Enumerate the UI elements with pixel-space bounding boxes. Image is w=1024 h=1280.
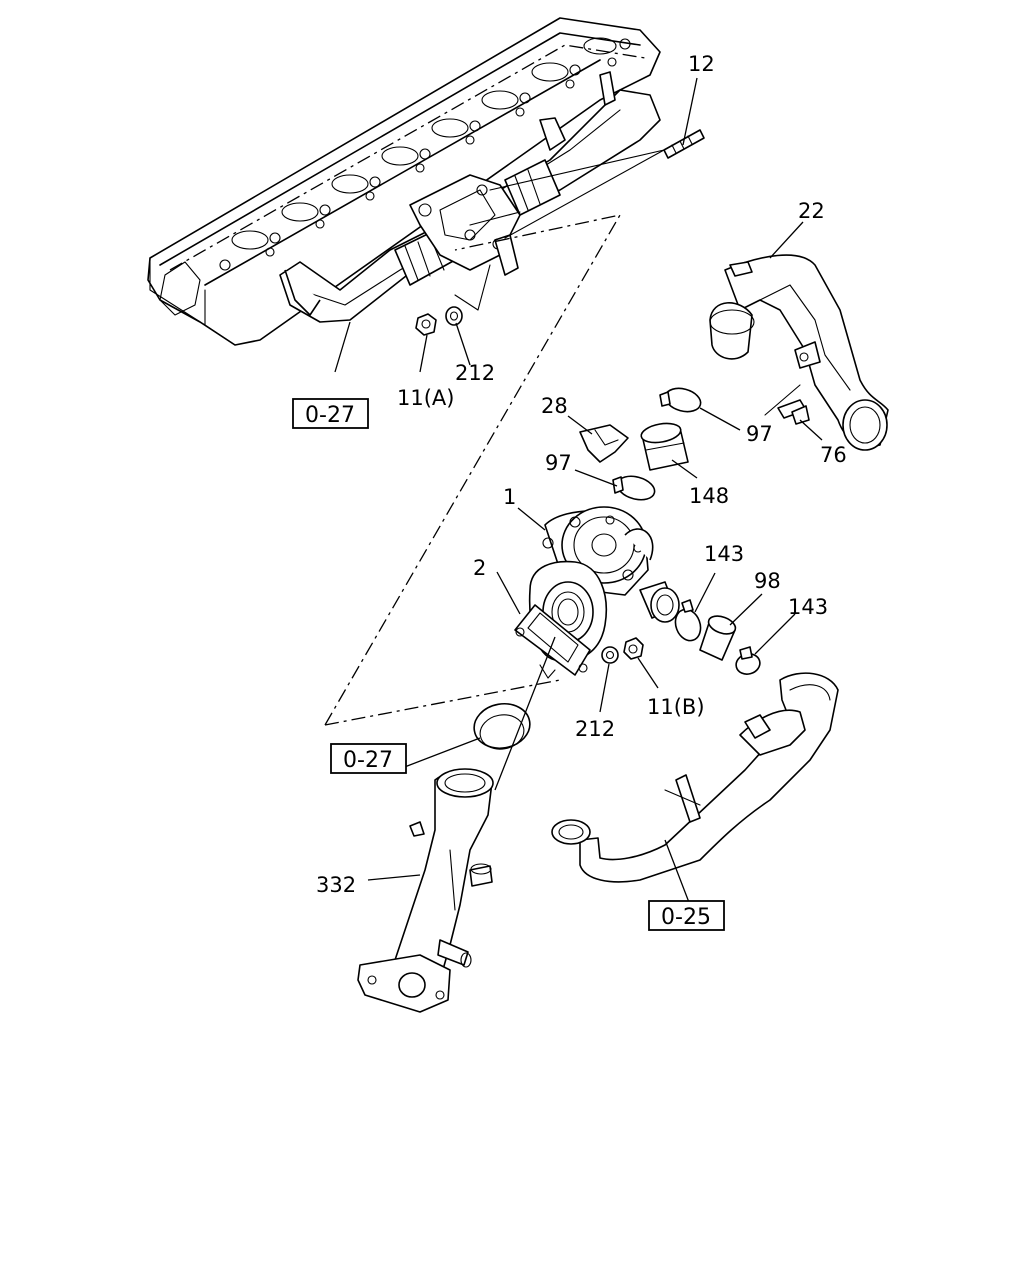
- gasket-part-2: [514, 604, 591, 679]
- callout-22: 22: [798, 199, 825, 223]
- callout-143a: 143: [704, 542, 744, 566]
- pipe-part-22: [709, 254, 889, 451]
- oil-return-pipe: [551, 672, 839, 883]
- washer-212a: [445, 306, 463, 326]
- nut-11a: [415, 313, 437, 336]
- callout-212a: 212: [455, 361, 495, 385]
- callout-143b: 143: [788, 595, 828, 619]
- callout-11b: 11(B): [647, 695, 705, 719]
- svg-text:0-27: 0-27: [305, 403, 355, 428]
- washer-212b: [601, 646, 619, 664]
- part-28: [579, 424, 629, 463]
- svg-text:0-25: 0-25: [661, 905, 711, 930]
- callout-11a: 11(A): [397, 386, 454, 410]
- reference-box-0-27-upper[interactable]: 0-27: [292, 398, 369, 429]
- leader-lines: [334, 77, 823, 906]
- bolt-part-76: [777, 399, 810, 425]
- cylinder-head-drawing: [147, 17, 661, 346]
- callout-148: 148: [689, 484, 729, 508]
- callout-76: 76: [820, 443, 847, 467]
- clamp-part-97-upper: [659, 387, 702, 413]
- callout-98: 98: [754, 569, 781, 593]
- nut-11b: [623, 637, 644, 660]
- turbo-assembly-outline: [324, 214, 622, 726]
- callout-97b: 97: [545, 451, 572, 475]
- reference-box-0-25[interactable]: 0-25: [648, 900, 725, 931]
- hose-part-98: [699, 615, 737, 661]
- callout-212b: 212: [575, 717, 615, 741]
- sealing-ring: [473, 702, 531, 750]
- svg-text:0-27: 0-27: [343, 748, 393, 773]
- hose-part-148: [640, 422, 689, 471]
- clamp-part-143-lower: [735, 646, 761, 675]
- callout-28: 28: [541, 394, 568, 418]
- reference-box-0-27-lower[interactable]: 0-27: [330, 743, 407, 774]
- callout-1: 1: [503, 485, 516, 509]
- callout-12: 12: [688, 52, 715, 76]
- clamp-part-97-lower: [612, 475, 656, 501]
- pipe-part-332: [357, 768, 494, 1013]
- stud-part-12: [663, 129, 705, 159]
- callout-97a: 97: [746, 422, 773, 446]
- clamp-part-143-upper: [674, 599, 702, 642]
- callout-2: 2: [473, 556, 486, 580]
- callout-332: 332: [316, 873, 356, 897]
